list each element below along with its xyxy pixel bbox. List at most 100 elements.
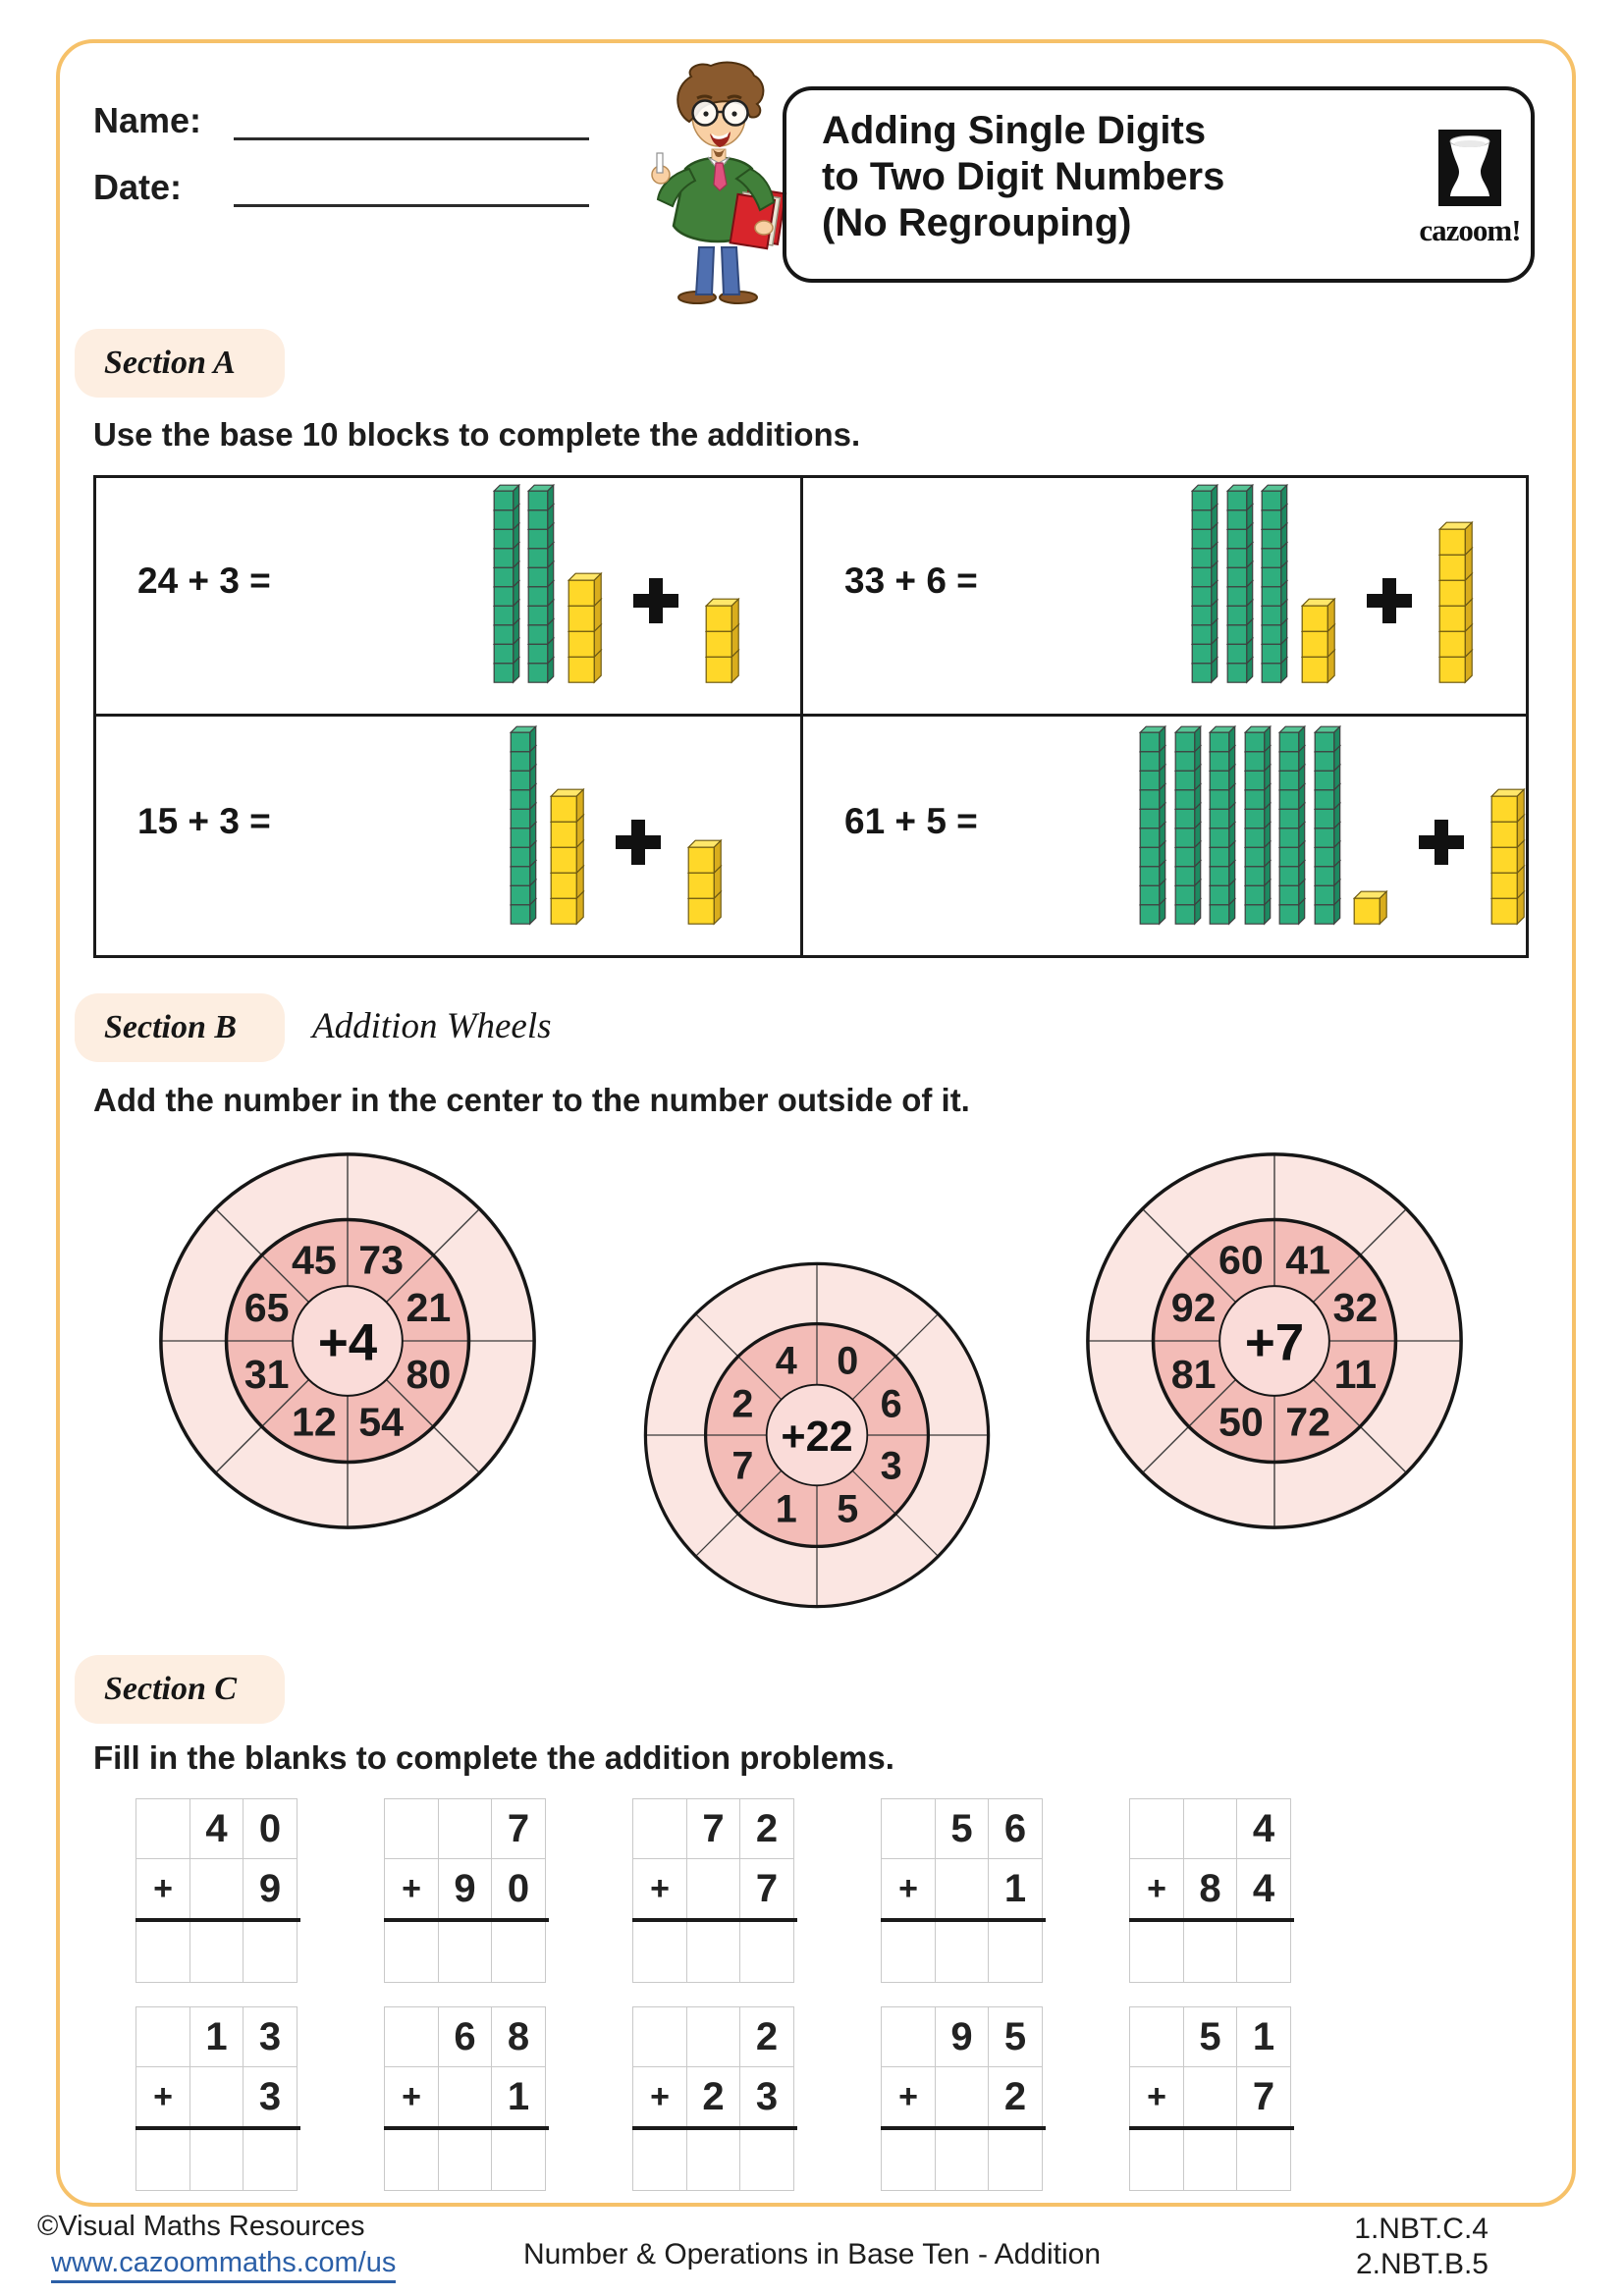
plus-icon	[1419, 820, 1464, 865]
plus-cell: +	[881, 1858, 936, 1920]
blank-cell[interactable]	[632, 1797, 687, 1860]
answer-cell[interactable]	[739, 1920, 794, 1983]
answer-line	[135, 2126, 300, 2130]
plus-cell: +	[1129, 2066, 1184, 2128]
answer-cell[interactable]	[1236, 1920, 1291, 1983]
answer-cell[interactable]	[243, 2128, 298, 2191]
page-border-frame	[56, 39, 1576, 2207]
digit-cell: 8	[1182, 1858, 1238, 1920]
tens-rod	[1278, 725, 1307, 926]
blank-cell[interactable]	[881, 2005, 936, 2068]
tens-rod	[1191, 484, 1219, 684]
answer-cell[interactable]	[384, 1920, 439, 1983]
answer-cell[interactable]	[189, 2128, 244, 2191]
addend-ones-stack	[1490, 788, 1526, 926]
plus-cell: +	[881, 2066, 936, 2128]
blank-cell[interactable]	[685, 1858, 741, 1920]
answer-cell[interactable]	[988, 1920, 1043, 1983]
answer-cell[interactable]	[437, 2128, 493, 2191]
answer-cell[interactable]	[437, 1920, 493, 1983]
blank-cell[interactable]	[384, 2005, 439, 2068]
answer-cell[interactable]	[1129, 1920, 1184, 1983]
title-line-3: (No Regrouping)	[822, 200, 1132, 244]
digit-cell: 7	[739, 1858, 794, 1920]
answer-cell[interactable]	[1182, 2128, 1238, 2191]
base-ten-blocks	[492, 484, 740, 684]
answer-cell[interactable]	[881, 1920, 936, 1983]
blank-cell[interactable]	[934, 2066, 990, 2128]
blank-cell[interactable]	[135, 1797, 190, 1860]
blank-cell[interactable]	[1182, 1797, 1238, 1860]
base-ten-problem-3[interactable]: 15 + 3 =	[96, 717, 803, 955]
answer-cell[interactable]	[189, 1920, 244, 1983]
answer-cell[interactable]	[1129, 2128, 1184, 2191]
answer-cell[interactable]	[881, 2128, 936, 2191]
digit-cell: 3	[243, 2005, 298, 2068]
answer-cell[interactable]	[1236, 2128, 1291, 2191]
section-b-subtitle: Addition Wheels	[312, 1006, 552, 1046]
title-line-2: to Two Digit Numbers	[822, 154, 1225, 198]
name-input-line[interactable]	[234, 137, 589, 140]
blank-cell[interactable]	[1129, 2005, 1184, 2068]
answer-cell[interactable]	[934, 2128, 990, 2191]
answer-cell[interactable]	[632, 1920, 687, 1983]
blank-cell[interactable]	[189, 1858, 244, 1920]
blank-cell[interactable]	[189, 2066, 244, 2128]
blank-cell[interactable]	[881, 1797, 936, 1860]
answer-cell[interactable]	[135, 1920, 190, 1983]
svg-text:92: 92	[1171, 1285, 1217, 1330]
answer-line	[135, 1918, 300, 1922]
blank-cell[interactable]	[437, 2066, 493, 2128]
blank-cell[interactable]	[1129, 1797, 1184, 1860]
digit-cell: 1	[491, 2066, 546, 2128]
date-label: Date:	[93, 167, 183, 207]
ones-stack	[567, 572, 603, 684]
svg-text:1: 1	[776, 1488, 797, 1531]
digit-cell: 7	[491, 1797, 546, 1860]
standard-code-1: 1.NBT.C.4	[1354, 2213, 1489, 2245]
footer-website-link[interactable]: www.cazoommaths.com/us	[51, 2247, 397, 2283]
answer-cell[interactable]	[243, 1920, 298, 1983]
blank-cell[interactable]	[934, 1858, 990, 1920]
blank-cell[interactable]	[1182, 2066, 1238, 2128]
blank-cell[interactable]	[685, 2005, 741, 2068]
answer-cell[interactable]	[685, 1920, 741, 1983]
answer-cell[interactable]	[491, 1920, 546, 1983]
answer-cell[interactable]	[739, 2128, 794, 2191]
svg-text:3: 3	[881, 1444, 902, 1487]
blank-cell[interactable]	[437, 1797, 493, 1860]
digit-cell: 3	[739, 2066, 794, 2128]
title-box: Adding Single Digits to Two Digit Number…	[783, 86, 1535, 283]
answer-cell[interactable]	[491, 2128, 546, 2191]
digit-cell: 6	[437, 2005, 493, 2068]
answer-cell[interactable]	[685, 2128, 741, 2191]
addend-ones-stack	[686, 839, 723, 926]
answer-cell[interactable]	[1182, 1920, 1238, 1983]
base-ten-problem-2[interactable]: 33 + 6 =	[803, 478, 1526, 717]
section-a-badge: Section A	[75, 329, 285, 398]
base-ten-problem-1[interactable]: 24 + 3 =	[96, 478, 803, 717]
blank-cell[interactable]	[135, 2005, 190, 2068]
blank-cell[interactable]	[384, 1797, 439, 1860]
answer-cell[interactable]	[384, 2128, 439, 2191]
plus-icon	[1366, 578, 1412, 623]
digit-cell: 7	[685, 1797, 741, 1860]
base-ten-problem-4[interactable]: 61 + 5 =	[803, 717, 1526, 955]
footer-copyright: ©Visual Maths Resources	[37, 2211, 365, 2242]
answer-cell[interactable]	[988, 2128, 1043, 2191]
teacher-cartoon-icon	[651, 61, 787, 304]
section-b-instruction: Add the number in the center to the numb…	[93, 1082, 970, 1118]
date-input-line[interactable]	[234, 204, 589, 207]
teacher-illustration	[617, 59, 813, 309]
plus-cell: +	[632, 2066, 687, 2128]
answer-cell[interactable]	[632, 2128, 687, 2191]
answer-cell[interactable]	[135, 2128, 190, 2191]
blank-cell[interactable]	[632, 2005, 687, 2068]
tens-rod	[510, 725, 538, 926]
answer-cell[interactable]	[934, 1920, 990, 1983]
